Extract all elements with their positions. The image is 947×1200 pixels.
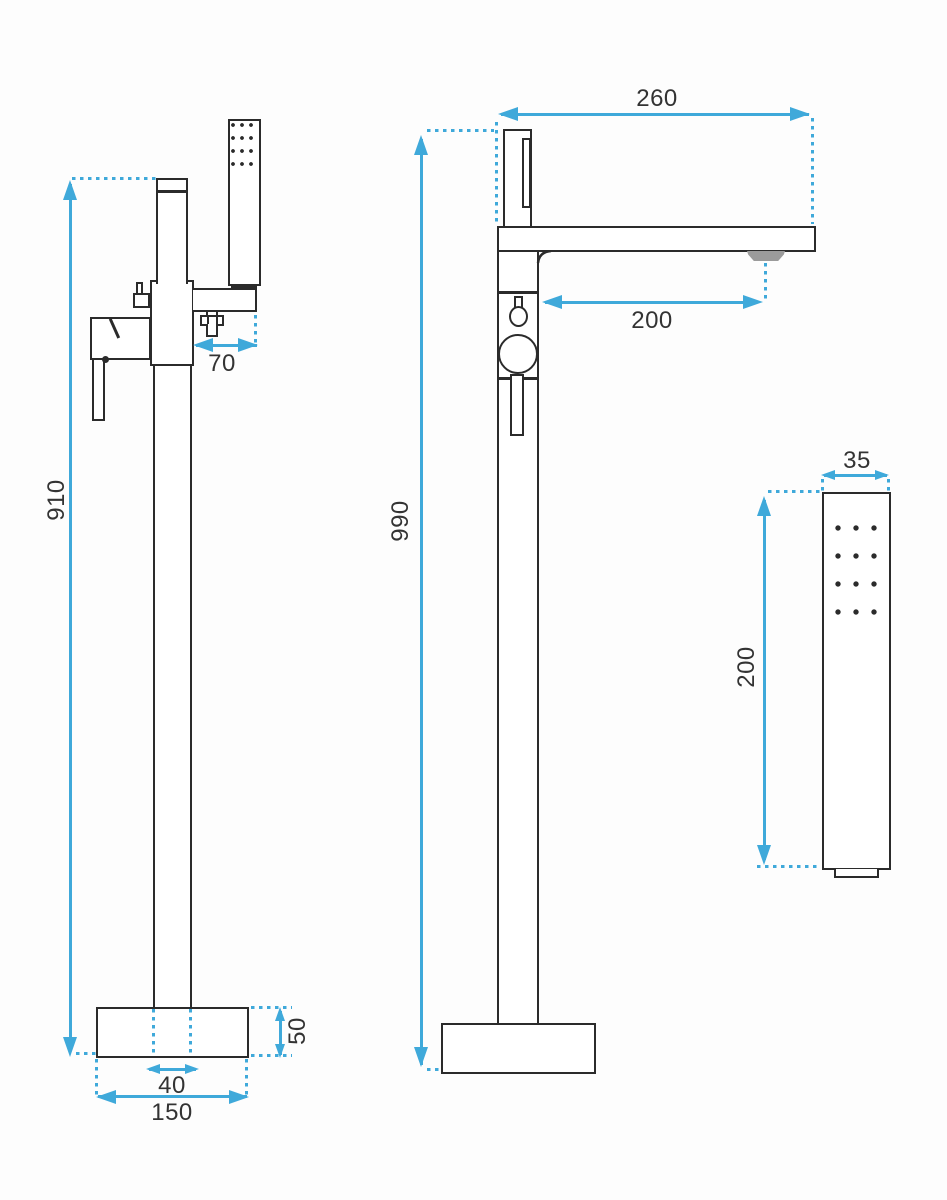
dim-40-arrow-right [185,1064,199,1074]
dim-990-arrow-down [414,1047,428,1067]
side-handle-pivot-dot [102,356,109,363]
detail-spray-nozzle-dots [833,524,885,616]
dim-label-base-height: 50 [284,1017,311,1045]
detail-shower-inlet-cap [834,869,879,878]
side-holder-arm [193,288,257,312]
side-handle-lever [92,360,105,421]
dim-50-leader-bottom [251,1054,292,1057]
dim-35-line [824,474,887,477]
side-spout-column [156,178,188,284]
dim-150-line [98,1095,247,1098]
side-floor-base [96,1007,249,1058]
dim-150-leader-right [245,1059,248,1099]
front-column-fillet [536,250,552,264]
dim-50-arrow-up [275,1007,285,1021]
dim-label-shower-offset: 70 [208,350,236,377]
dim-label-base-width: 150 [151,1099,193,1126]
dim-200-reach-arrow-left [542,295,562,309]
dim-35-arrow-left [821,470,835,480]
side-riser-column [153,366,192,1010]
dim-label-column-width: 40 [158,1072,186,1099]
dim-200-reach-arrow-right [743,295,763,309]
dim-260-leader-right [811,118,814,224]
dim-200-reach-leader [764,263,767,299]
front-spout-bar [497,226,816,252]
dim-label-spout-reach: 200 [631,307,673,334]
dim-40-hidden-line-left [152,1009,155,1056]
dim-200-length-leader-top [768,490,820,493]
side-diverter-knob [133,293,150,308]
dim-200-length-line [763,500,766,860]
dim-70-leader [254,315,257,345]
side-spout-cap-line [156,190,188,193]
dim-260-line [501,113,809,116]
dim-150-arrow-left [96,1090,116,1104]
front-handle-lever [510,374,524,436]
dim-label-shower-width: 35 [843,447,871,474]
dim-260-leader-left [495,122,498,222]
side-hose-nut-line-left [207,315,209,326]
dim-label-side-height: 910 [43,479,70,521]
dim-label-shower-length: 200 [733,646,760,688]
front-diverter-circle [509,306,528,327]
dim-label-front-height: 990 [387,500,414,542]
dim-35-arrow-right [875,470,889,480]
front-spout-aerator [747,251,785,261]
dim-50-line [279,1011,282,1055]
dim-990-leader-top [427,129,494,132]
dim-990-arrow-up [414,135,428,155]
dim-910-arrow-up [63,180,77,200]
dim-35-leader-right [887,479,890,492]
side-hose-stem [206,324,218,337]
dim-260-arrow-left [498,107,518,121]
front-holder-slot [522,138,531,208]
dim-910-line [69,184,72,1040]
dim-990-leader-bottom [427,1068,441,1071]
dim-910-leader-top [72,177,157,180]
front-mixer-circle [498,334,538,374]
dim-200-length-arrow-up [757,496,771,516]
side-hose-nut-line-right [216,315,218,326]
dim-70-arrow-left [193,338,213,352]
dim-200-length-leader-bottom [757,865,819,868]
dim-50-leader-top [251,1006,292,1009]
front-column-joint-line-upper [499,291,537,294]
dim-40-line [149,1068,196,1071]
dim-35-leader-left [821,479,824,492]
dim-200-reach-line [545,301,745,304]
dim-label-top-width: 260 [636,85,678,112]
dim-910-leader-bottom [76,1052,97,1055]
dim-200-length-arrow-down [757,845,771,865]
dim-150-leader-left [95,1059,98,1099]
side-handle-block [90,317,151,360]
dim-990-line [420,139,423,1065]
dim-70-arrow-right [238,338,258,352]
side-spray-nozzle-dots [231,123,254,168]
dim-70-line [196,344,257,347]
dim-260-arrow-right [790,107,810,121]
dim-910-arrow-down [63,1037,77,1057]
dim-150-arrow-right [229,1090,249,1104]
dim-50-arrow-down [275,1044,285,1058]
side-mixer-body [150,280,194,366]
front-floor-base [441,1023,596,1074]
dim-40-arrow-left [146,1064,160,1074]
dim-40-hidden-line-right [189,1009,192,1056]
